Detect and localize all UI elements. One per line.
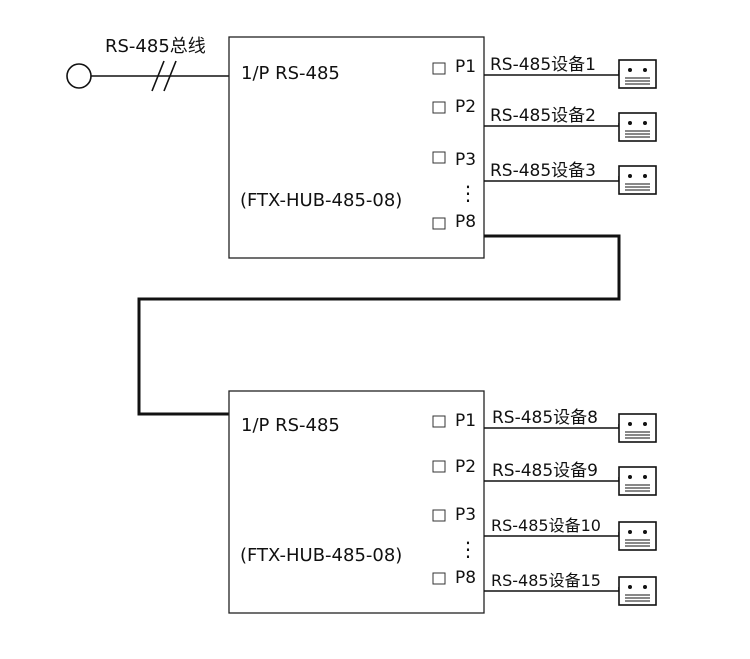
hub-2-port-p3-label: P3 <box>455 505 476 525</box>
bus-slash-2 <box>163 60 177 92</box>
bus-label: RS-485总线 <box>105 36 206 57</box>
hub-2-port-p1-square <box>432 415 446 428</box>
hub-1-device-3-icon <box>618 165 657 195</box>
hub-2-device-10-icon <box>618 521 657 551</box>
hub-2-ellipsis: ⋮ <box>458 537 478 561</box>
hub-2-model: (FTX-HUB-485-08) <box>240 545 402 566</box>
hub-2-device-15-icon <box>618 576 657 606</box>
hub-2-input-label: 1/P RS-485 <box>241 415 340 436</box>
hub-1-port-p8-label: P8 <box>455 212 476 232</box>
hub-2-device-9-icon <box>618 466 657 496</box>
hub-1-input-label: 1/P RS-485 <box>241 63 340 84</box>
hub-2-device-8-icon <box>618 413 657 443</box>
hub-1-device-1-icon <box>618 59 657 89</box>
hub-2-device-8-label: RS-485设备8 <box>492 408 598 428</box>
hub-2-device-10-label: RS-485设备10 <box>491 516 601 535</box>
hub-1-port-p1-label: P1 <box>455 57 476 77</box>
hub-2-port-p2-square <box>432 460 446 473</box>
hub-2-port-p1-label: P1 <box>455 411 476 431</box>
hub-1-port-p3-label: P3 <box>455 150 476 170</box>
hub-2-port-p8-label: P8 <box>455 568 476 588</box>
hub-1-ellipsis: ⋮ <box>458 181 478 205</box>
hub-2-port-p8-square <box>432 572 446 585</box>
hub-1-device-2-icon <box>618 112 657 142</box>
hub-2-port-p2-label: P2 <box>455 457 476 477</box>
hub-1-port-p3-square <box>432 151 446 164</box>
hub-2-device-9-label: RS-485设备9 <box>492 461 598 481</box>
bus-terminal-circle <box>66 63 92 89</box>
hub-2-port-p3-square <box>432 509 446 522</box>
hub-1-port-p2-square <box>432 101 446 114</box>
hub-1-device-3-label: RS-485设备3 <box>490 161 596 181</box>
hub-1-device-1-label: RS-485设备1 <box>490 55 596 75</box>
hub-1-port-p2-label: P2 <box>455 97 476 117</box>
hub-1-port-p8-square <box>432 217 446 230</box>
hub-2-device-15-label: RS-485设备15 <box>491 571 601 590</box>
cascade-cable <box>137 234 621 416</box>
hub-1-model: (FTX-HUB-485-08) <box>240 190 402 211</box>
bus-slash-1 <box>151 60 165 92</box>
hub-1-port-p1-square <box>432 62 446 75</box>
hub-1-device-2-label: RS-485设备2 <box>490 106 596 126</box>
